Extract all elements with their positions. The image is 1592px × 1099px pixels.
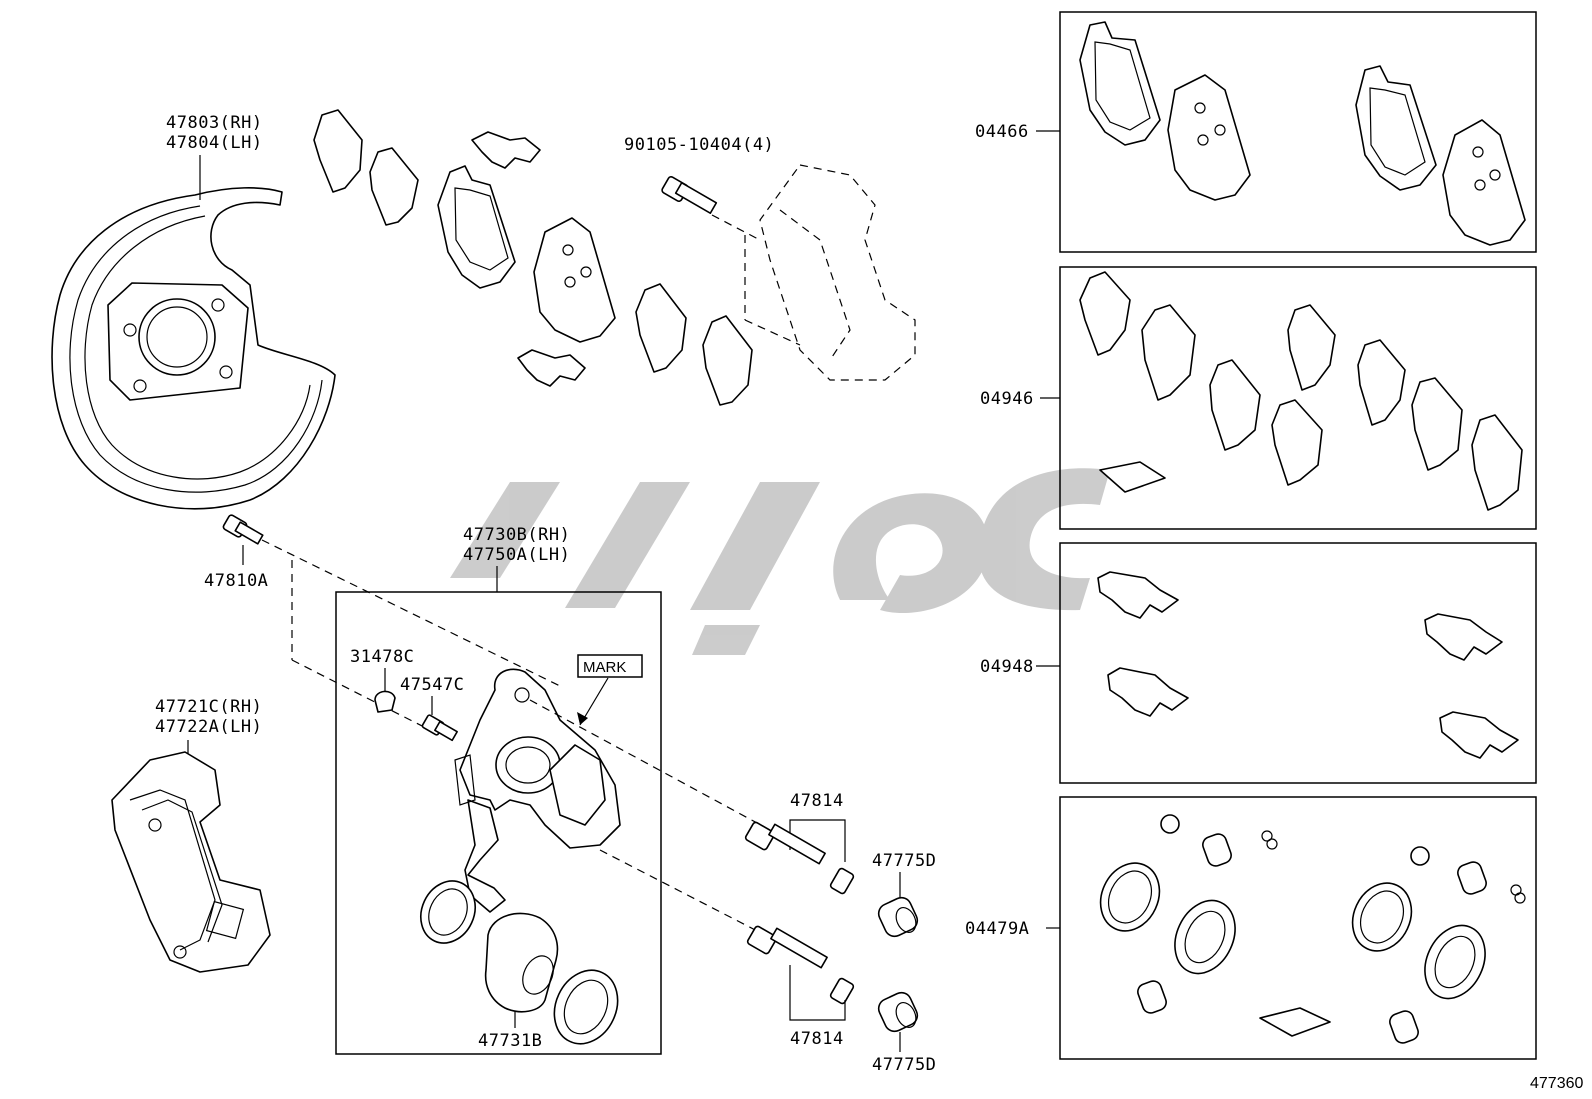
shield-bolt (222, 514, 561, 731)
kit-box-04946: 04946 (980, 266, 1537, 530)
boot-lower-label: 47775D (872, 1055, 936, 1075)
caliper-assembly-box (335, 566, 662, 1055)
kit-box-04466: 04466 (975, 11, 1537, 253)
caliper-body (454, 668, 771, 936)
shield-rh-label: 47803(RH) (166, 113, 263, 133)
diagram-id: 477360 (1530, 1075, 1583, 1092)
caliper-lh-label: 47750A(LH) (463, 545, 570, 565)
bolt-top (661, 176, 761, 241)
mounting-rh-label: 47721C(RH) (155, 697, 262, 717)
dust-shield (51, 155, 336, 510)
kit-code-label: 04466 (975, 122, 1029, 142)
piston-label: 47731B (478, 1031, 542, 1051)
kit-code-label: 04948 (980, 657, 1034, 677)
mark-label: MARK (583, 659, 626, 676)
guide-pin-lower (746, 925, 855, 1021)
caliper-rh-label: 47730B(RH) (463, 525, 570, 545)
kit-box-04948: 04948 (980, 542, 1537, 784)
kit-code-label: 04946 (980, 389, 1034, 409)
kit-code-label: 04479A (965, 919, 1029, 939)
mounting-lh-label: 47722A(LH) (155, 717, 262, 737)
top-pad-set (313, 109, 753, 406)
boot-upper (877, 872, 919, 938)
bolt-top-label: 90105-10404(4) (624, 135, 774, 155)
mounting-ghost (744, 164, 916, 381)
mounting-bracket (111, 740, 271, 973)
boot-upper-label: 47775D (872, 851, 936, 871)
boot-lower (877, 991, 919, 1052)
watermark-logo (450, 468, 1110, 655)
pin-lower-label: 47814 (790, 1029, 844, 1049)
bleeder-cap (374, 668, 396, 713)
shield-lh-label: 47804(LH) (166, 133, 263, 153)
bleeder-cap-label: 31478C (350, 647, 414, 667)
piston-seal-group (420, 880, 619, 1045)
pin-upper-label: 47814 (790, 791, 844, 811)
guide-pin-upper (744, 819, 855, 895)
bleeder-plug-label: 47547C (400, 675, 464, 695)
shield-bolt-label: 47810A (204, 571, 268, 591)
mark-callout: MARK (577, 654, 643, 726)
kit-box-04479A: 04479A (965, 796, 1537, 1060)
bleeder-plug (421, 696, 458, 742)
